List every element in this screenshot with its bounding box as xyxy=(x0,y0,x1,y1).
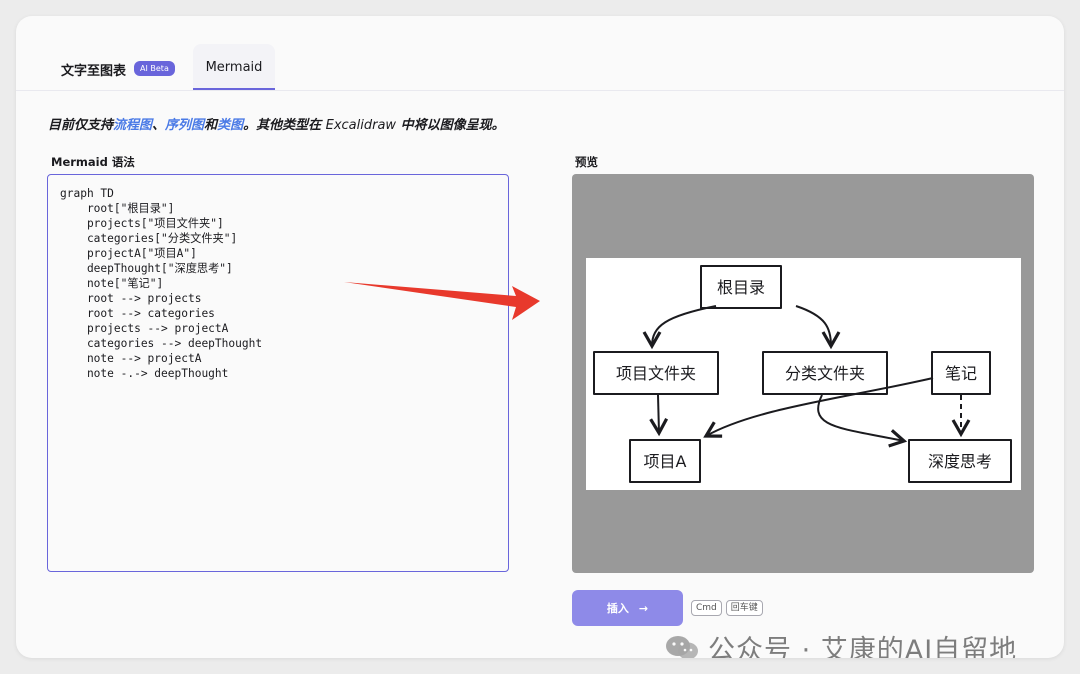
wechat-icon xyxy=(666,635,698,658)
notice-suffix-2: 中将以图像呈现。 xyxy=(396,118,505,133)
class-diagram-link[interactable]: 类图 xyxy=(217,118,244,133)
watermark: 公众号 · 艾康的AI自留地 xyxy=(664,628,1017,658)
tab-text-to-diagram[interactable]: 文字至图表 AI Beta xyxy=(61,44,175,90)
edge-root-projects xyxy=(642,305,717,350)
node-categories-label: 分类文件夹 xyxy=(785,364,865,383)
syntax-label: Mermaid 语法 xyxy=(51,155,135,169)
notice-and: 和 xyxy=(204,118,218,133)
node-projectA-label: 项目A xyxy=(644,452,687,471)
node-projects-label: 项目文件夹 xyxy=(616,364,696,383)
edge-projects-projectA xyxy=(649,394,669,437)
flowchart-link[interactable]: 流程图 xyxy=(113,118,153,133)
keyboard-shortcut-hint: Cmd 回车键 xyxy=(691,600,763,616)
diagram-canvas: 根目录 项目文件夹 分类文件夹 笔记 项目A 深度思考 xyxy=(586,258,1021,490)
node-projects xyxy=(593,351,719,395)
mermaid-dialog: 文字至图表 AI Beta Mermaid 目前仅支持流程图、序列图和类图。其他… xyxy=(16,16,1064,658)
watermark-text: 公众号 · 艾康的AI自留地 xyxy=(708,635,1018,658)
node-note xyxy=(931,351,991,395)
node-root-label: 根目录 xyxy=(717,278,765,297)
cmd-key: Cmd xyxy=(691,600,722,616)
notice-separator: 、 xyxy=(152,118,166,133)
edge-root-categories xyxy=(795,305,841,350)
insert-button[interactable]: 插入 → xyxy=(572,590,683,626)
node-categories xyxy=(762,351,888,395)
node-root xyxy=(700,265,782,309)
ai-beta-badge: AI Beta xyxy=(134,61,175,76)
node-deepThought-label: 深度思考 xyxy=(928,452,992,471)
insert-button-label: 插入 xyxy=(606,602,629,615)
edge-note-projectA xyxy=(703,377,934,438)
node-note-label: 笔记 xyxy=(945,364,977,383)
arrow-right-icon: → xyxy=(638,601,649,615)
node-deepThought xyxy=(908,439,1012,483)
enter-key: 回车键 xyxy=(725,600,763,616)
tab-bar: 文字至图表 AI Beta Mermaid xyxy=(16,16,1064,91)
preview-panel: 根目录 项目文件夹 分类文件夹 笔记 项目A 深度思考 xyxy=(572,174,1034,573)
tab-mermaid[interactable]: Mermaid xyxy=(193,44,275,90)
diagram-svg: 根目录 项目文件夹 分类文件夹 笔记 项目A 深度思考 xyxy=(593,265,1012,483)
notice-suffix-1: 。其他类型在 xyxy=(243,118,326,133)
tab-text-to-diagram-label: 文字至图表 xyxy=(61,64,127,79)
node-projectA xyxy=(629,439,701,483)
mermaid-code-editor[interactable]: graph TD root["根目录"] projects["项目文件夹"] c… xyxy=(47,174,509,572)
notice-prefix: 目前仅支持 xyxy=(48,118,114,133)
sequence-diagram-link[interactable]: 序列图 xyxy=(165,118,205,133)
edge-categories-deepThought xyxy=(817,394,908,448)
support-notice: 目前仅支持流程图、序列图和类图。其他类型在 Excalidraw 中将以图像呈现… xyxy=(48,114,505,133)
tab-mermaid-label: Mermaid xyxy=(205,60,263,75)
preview-label: 预览 xyxy=(575,155,598,169)
excalidraw-brand: Excalidraw xyxy=(325,118,397,133)
